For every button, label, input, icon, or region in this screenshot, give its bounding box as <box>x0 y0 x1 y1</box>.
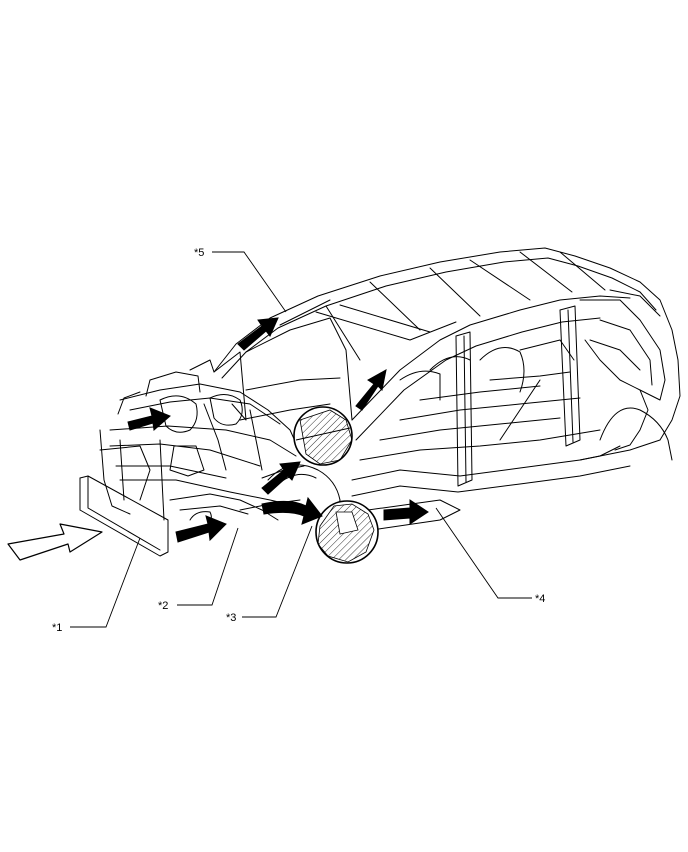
leader-line-5 <box>212 251 287 313</box>
callout-label-2: *2 <box>158 600 168 612</box>
load-path-arrow-apron <box>127 407 171 431</box>
impact-arrow-icon <box>7 523 103 561</box>
leader-line-1 <box>70 537 141 628</box>
leader-line-3 <box>242 525 313 618</box>
vehicle-body-frame <box>79 247 681 557</box>
callout-label-4: *4 <box>535 593 545 605</box>
leader-line-2 <box>177 527 239 606</box>
hatched-detail-upper <box>293 406 353 466</box>
callout-label-3: *3 <box>226 612 236 624</box>
callout-label-1: *1 <box>52 622 62 634</box>
load-path-arrow-pillar <box>355 369 387 411</box>
load-path-arrow-roof <box>237 317 279 351</box>
load-path-arrow-wheelhouse <box>261 461 301 495</box>
leader-line-4 <box>435 507 532 599</box>
callout-label-5: *5 <box>194 247 204 259</box>
load-path-arrow-curved <box>261 496 323 525</box>
load-path-arrow-rocker <box>383 499 429 525</box>
hatched-detail-lower <box>315 500 379 564</box>
load-path-arrow-lower-rail <box>175 515 227 543</box>
